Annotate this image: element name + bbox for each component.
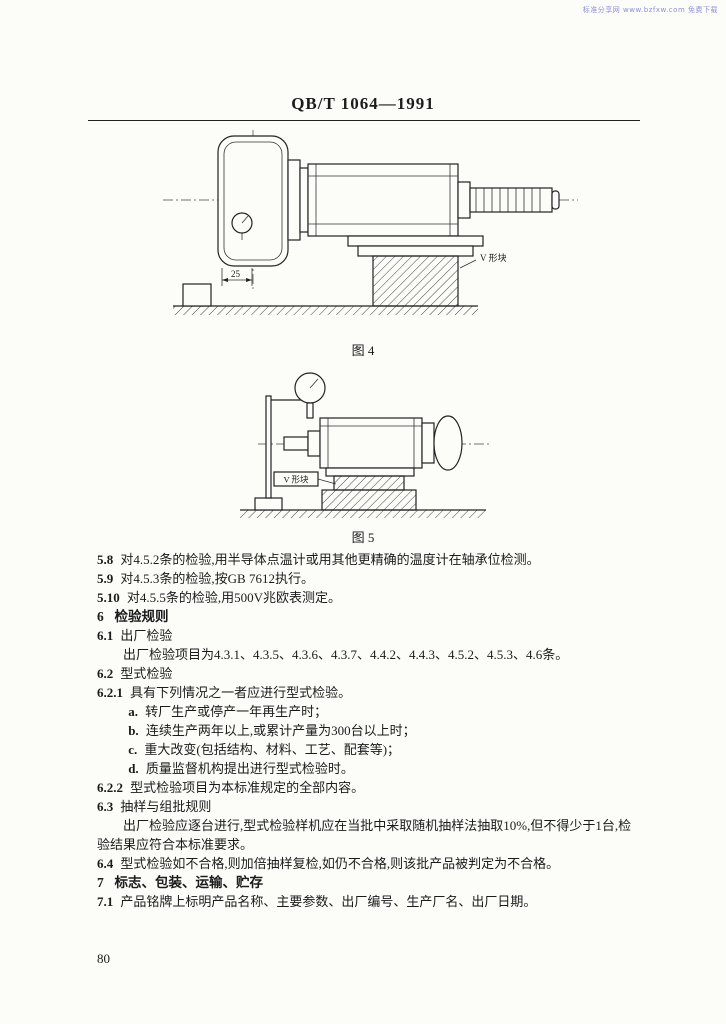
ground-hatch <box>173 305 478 315</box>
clause-text: 具有下列情况之一者应进行型式检验。 <box>130 685 352 700</box>
clause-number: 6.2.2 <box>97 780 123 795</box>
figure-5-drawing: V 形块 <box>240 372 490 518</box>
clause-number: 7.1 <box>97 894 114 909</box>
clause-number: 6.4 <box>97 856 114 871</box>
page-number: 80 <box>97 951 110 966</box>
item-text: 重大改变(包括结构、材料、工艺、配套等)； <box>144 742 401 757</box>
clause-6-3: 6.3 抽样与组批规则 <box>97 797 640 816</box>
figure-4-drawing: 25 <box>163 130 578 315</box>
clause-6-4: 6.4 型式检验如不合格,则加倍抽样复检,如仍不合格,则该批产品被判定为不合格。 <box>97 854 640 873</box>
vblock-label: V 形块 <box>480 252 507 263</box>
clause-text: 型式检验如不合格,则加倍抽样复检,如仍不合格,则该批产品被判定为不合格。 <box>120 856 560 871</box>
clause-number: 6.3 <box>97 799 114 814</box>
vblock-label-box: V 形块 <box>273 471 337 487</box>
motor-side-view <box>307 163 459 237</box>
clause-6-2: 6.2 型式检验 <box>97 664 640 683</box>
clause-number: 5.9 <box>97 571 114 586</box>
support-block <box>182 283 212 307</box>
clause-text: 型式检验 <box>120 666 173 681</box>
clause-text: 型式检验项目为本标准规定的全部内容。 <box>130 780 365 795</box>
dial-indicator-small <box>231 212 253 240</box>
list-item-b: b. 连续生产两年以上,或累计产量为300台以上时； <box>97 721 640 740</box>
dimension-25: 25 <box>221 268 253 286</box>
dial-indicator <box>294 372 326 419</box>
dimension-label: 25 <box>231 269 241 279</box>
motor-flange <box>287 159 309 241</box>
item-letter: a. <box>128 704 138 719</box>
header-rule <box>88 120 640 121</box>
clause-number: 5.10 <box>97 590 120 605</box>
section-6-heading: 6 检验规则 <box>97 607 640 626</box>
list-item-c: c. 重大改变(包括结构、材料、工艺、配套等)； <box>97 740 640 759</box>
item-letter: d. <box>128 761 139 776</box>
figure-4-caption: 图 4 <box>351 343 375 358</box>
ground-hatch <box>240 509 486 518</box>
watermark-text: 标准分享网 www.bzfxw.com 免费下载 <box>582 6 718 14</box>
section-7-heading: 7 标志、包装、运输、贮存 <box>97 873 640 892</box>
clause-6-2-1: 6.2.1 具有下列情况之一者应进行型式检验。 <box>97 683 640 702</box>
end-bell <box>433 415 463 471</box>
clause-number: 6.2.1 <box>97 685 123 700</box>
section-number: 6 <box>97 609 104 624</box>
clause-5-10: 5.10 对4.5.5条的检验,用500V兆欧表测定。 <box>97 588 640 607</box>
item-text: 转厂生产或停产一年再生产时； <box>145 704 328 719</box>
list-item-a: a. 转厂生产或停产一年再生产时； <box>97 702 640 721</box>
section-title: 标志、包装、运输、贮存 <box>114 875 264 890</box>
section-title: 检验规则 <box>114 609 169 624</box>
clause-6-1: 6.1 出厂检验 <box>97 626 640 645</box>
item-letter: b. <box>128 723 139 738</box>
item-text: 质量监督机构提出进行型式检验时。 <box>145 761 354 776</box>
clause-5-8: 5.8 对4.5.2条的检验,用半导体点温计或用其他更精确的温度计在轴承位检测。 <box>97 550 640 569</box>
item-letter: c. <box>128 742 138 757</box>
clause-text: 出厂检验 <box>120 628 173 643</box>
clause-text: 产品铭牌上标明产品名称、主要参数、出厂编号、生产厂名、出厂日期。 <box>120 894 537 909</box>
clause-text: 抽样与组批规则 <box>120 799 212 814</box>
figure-5-caption: 图 5 <box>351 530 375 545</box>
motor-end-view <box>217 135 289 267</box>
v-block <box>321 467 417 511</box>
clause-text: 对4.5.3条的检验,按GB 7612执行。 <box>120 571 314 586</box>
standard-number: QB/T 1064—1991 <box>291 94 435 113</box>
clause-number: 5.8 <box>97 552 114 567</box>
clause-6-3-body: 出厂检验应逐台进行,型式检验样机应在当批中采取随机抽样法抽取10%,但不得少于1… <box>97 818 632 852</box>
vblock-label: V 形块 <box>283 475 309 485</box>
item-text: 连续生产两年以上,或累计产量为300台以上时； <box>145 723 416 738</box>
clause-6-1-body: 出厂检验项目为4.3.1、4.3.5、4.3.6、4.3.7、4.4.2、4.4… <box>123 647 569 662</box>
clause-number: 6.1 <box>97 628 114 643</box>
splined-shaft <box>457 181 560 219</box>
section-number: 7 <box>97 875 104 890</box>
list-item-d: d. 质量监督机构提出进行型式检验时。 <box>97 759 640 778</box>
v-block: V 形块 <box>347 235 507 307</box>
motor-side-view <box>283 415 463 471</box>
clause-6-2-2: 6.2.2 型式检验项目为本标准规定的全部内容。 <box>97 778 640 797</box>
clause-number: 6.2 <box>97 666 114 681</box>
clause-text: 对4.5.2条的检验,用半导体点温计或用其他更精确的温度计在轴承位检测。 <box>120 552 540 567</box>
clause-5-9: 5.9 对4.5.3条的检验,按GB 7612执行。 <box>97 569 640 588</box>
dial-stand <box>254 395 305 511</box>
vblock-leader-line <box>459 259 477 269</box>
clause-text: 对4.5.5条的检验,用500V兆欧表测定。 <box>126 590 342 605</box>
clause-7-1: 7.1 产品铭牌上标明产品名称、主要参数、出厂编号、生产厂名、出厂日期。 <box>97 892 640 911</box>
